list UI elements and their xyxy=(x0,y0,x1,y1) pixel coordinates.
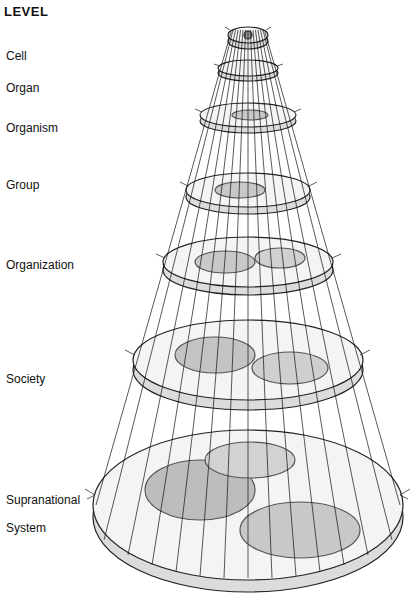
plate-texture xyxy=(240,502,360,558)
level-plates xyxy=(93,27,403,592)
tick-marks xyxy=(85,27,410,499)
plate-texture xyxy=(215,182,265,198)
level-label: Society xyxy=(6,372,96,386)
level-label: Organism xyxy=(6,121,96,135)
plate-texture xyxy=(205,442,295,478)
level-label: Cell xyxy=(6,49,96,63)
level-label: Organization xyxy=(6,258,106,272)
plate-texture xyxy=(175,337,255,373)
plate-texture xyxy=(255,248,305,268)
level-label: Organ xyxy=(6,81,96,95)
level-label: Supranational System xyxy=(6,486,88,542)
converging-lines xyxy=(96,30,400,578)
column-heading: LEVEL xyxy=(4,4,48,19)
level-label: Group xyxy=(6,178,96,192)
plate-texture xyxy=(232,110,268,120)
branch-ticks xyxy=(85,27,410,499)
